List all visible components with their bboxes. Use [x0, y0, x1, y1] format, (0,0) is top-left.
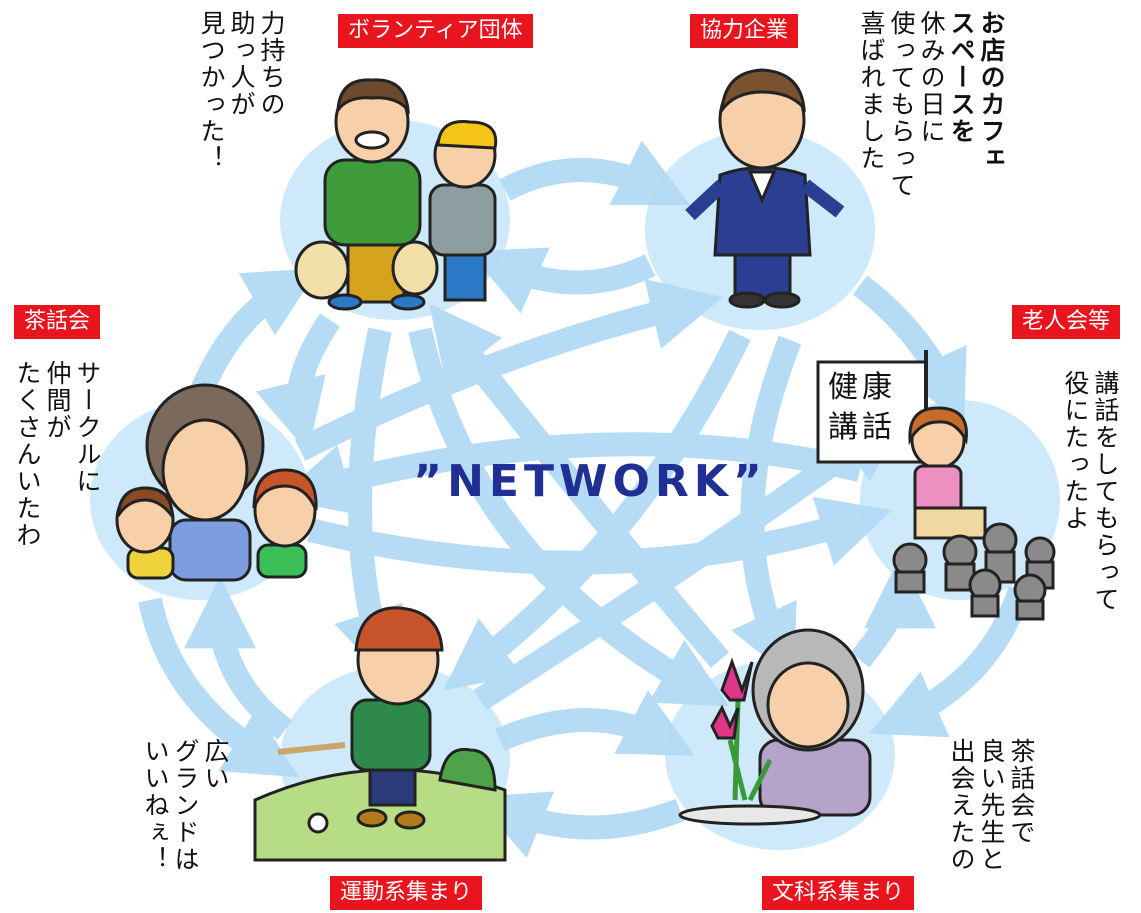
golfer-hat: [354, 606, 444, 652]
comment-volunteer-line-2: 助っ人が: [227, 10, 256, 118]
businessman-shoe-2: [763, 291, 801, 309]
arrow-culture-volunteer: [429, 303, 730, 668]
lecture-board: [816, 360, 928, 464]
board-line-1: 健康: [828, 370, 896, 405]
tag-elderly: 老人会等: [1012, 305, 1121, 339]
tag-sports: 運動系集まり: [330, 876, 483, 910]
comment-elderly-line-2: 役にたったよ: [1061, 370, 1090, 532]
lecturer-hair: [908, 406, 968, 446]
arrow-tea-volunteer: [188, 268, 320, 400]
ikebana-woman-body: [758, 738, 872, 817]
comment-company-line-1: 休みの日に: [917, 10, 946, 145]
arrow-tea-elderly: [307, 496, 893, 575]
comment-tea-line-3: たくさんいたわ: [13, 360, 42, 549]
tea-woman-hair: [252, 468, 318, 511]
comment-sports-line-3: いいねぇ！: [141, 738, 170, 873]
tag-company: 協力企業: [690, 14, 799, 48]
businessman-body: [713, 166, 812, 257]
arrow-volunteer-company: [499, 140, 691, 206]
tag-volunteer: ボランティア団体: [338, 14, 533, 48]
comment-tea-line-1: サークルに: [73, 360, 102, 495]
ikebana-tulip-2: [710, 704, 740, 740]
comment-culture-line-3: 出会えたの: [947, 738, 976, 873]
arrow-elderly-tea: [277, 432, 863, 515]
arrow-company-sports: [443, 329, 751, 691]
tag-culture: 文科系集まり: [762, 876, 915, 910]
arrow-company-elderly: [852, 275, 967, 426]
comment-elderly: 講話をしてもらって 役にたったよ: [1060, 370, 1120, 613]
illustration-volunteers: [294, 78, 498, 311]
illustration-businessman: [685, 68, 845, 309]
arrow-culture-sports: [473, 791, 685, 858]
volunteer-boy-bandana: [436, 119, 498, 150]
comment-culture-line-2: 良い先生と: [977, 738, 1006, 873]
arrow-volunteer-tea: [255, 313, 341, 453]
businessman-arm-right: [800, 179, 845, 218]
comment-elderly-line-1: 講話をしてもらって: [1091, 370, 1120, 613]
tea-grandma-body: [168, 518, 252, 582]
arrow-company-volunteer: [469, 247, 656, 314]
comment-culture-line-1: 茶話会で: [1007, 738, 1036, 846]
comment-tea-line-2: 仲間が: [43, 360, 72, 441]
volunteer-man-hair: [336, 78, 410, 116]
businessman-hair: [720, 68, 807, 116]
ikebana-woman-face: [766, 661, 850, 749]
comment-tea: サークルに 仲間が たくさんいたわ: [12, 360, 102, 549]
arrow-tea-sports: [138, 597, 299, 778]
arrow-sports-tea: [184, 576, 293, 740]
tea-woman-body: [256, 543, 308, 579]
comment-culture: 茶話会で 良い先生と 出会えたの: [946, 738, 1036, 873]
comment-volunteer-line-3: 見つかった！: [197, 10, 226, 172]
golfer-body: [350, 698, 432, 772]
volunteer-shoe-1: [327, 293, 363, 311]
comment-company-line-2: 使ってもらって: [887, 10, 916, 199]
arrow-company-culture: [731, 335, 802, 681]
volunteer-shoe-2: [390, 293, 426, 311]
illustration-ground-golf: [253, 606, 507, 862]
businessman-shoe-1: [728, 291, 766, 309]
volunteer-bag-2: [391, 240, 439, 296]
illustration-ikebana: [678, 628, 872, 826]
grass-bush: [438, 747, 497, 792]
tea-grandma-face: [161, 418, 249, 522]
illustration-lecture: [816, 350, 1056, 621]
volunteer-bag-1: [294, 240, 350, 300]
comment-volunteer-line-1: 力持ちの: [257, 10, 286, 118]
comment-sports-line-2: グランドは: [171, 738, 200, 873]
businessman-shirt: [747, 170, 777, 204]
golf-club: [277, 742, 346, 755]
comment-company-line-3: 喜ばれました: [857, 10, 886, 172]
golfer-shoe-1: [356, 808, 388, 828]
ikebana-tray: [678, 804, 822, 826]
network-title: ”NETWORK”: [413, 456, 767, 507]
comment-company-bold-2: スペースを: [947, 10, 976, 145]
arrow-culture-elderly: [850, 556, 936, 668]
volunteer-boy-body: [428, 183, 497, 257]
comment-sports-line-1: 広い: [201, 738, 230, 792]
tag-tea: 茶話会: [14, 305, 101, 339]
golf-ball: [307, 812, 329, 834]
tea-child-hair: [116, 486, 174, 521]
golfer-shoe-2: [394, 810, 426, 830]
board-line-2: 講話: [828, 410, 896, 445]
volunteer-man-body: [323, 158, 422, 247]
volunteer-man-mouth: [354, 130, 390, 150]
audience: [892, 522, 1056, 621]
comment-company-bold-1: お店のカフェ: [977, 10, 1006, 172]
arrow-volunteer-culture: [408, 327, 730, 707]
network-arrows: [138, 140, 1032, 858]
arrow-sports-culture: [495, 690, 695, 756]
comment-company: お店のカフェ スペースを 休みの日に 使ってもらって 喜ばれました: [856, 10, 1006, 199]
comment-volunteer: 力持ちの 助っ人が 見つかった！: [196, 10, 286, 172]
comment-sports: 広い グランドは いいねぇ！: [140, 738, 230, 873]
arrow-volunteer-sports: [334, 327, 404, 683]
ikebana-tulip-1: [720, 657, 754, 702]
illustration-tea-circle: [115, 383, 318, 582]
businessman-arm-left: [685, 179, 727, 221]
lecture-podium: [913, 506, 987, 540]
lecture-board-text: 健康 講話: [828, 368, 896, 448]
arrow-sports-elderly: [473, 410, 908, 711]
arrow-elderly-culture: [869, 586, 1032, 738]
